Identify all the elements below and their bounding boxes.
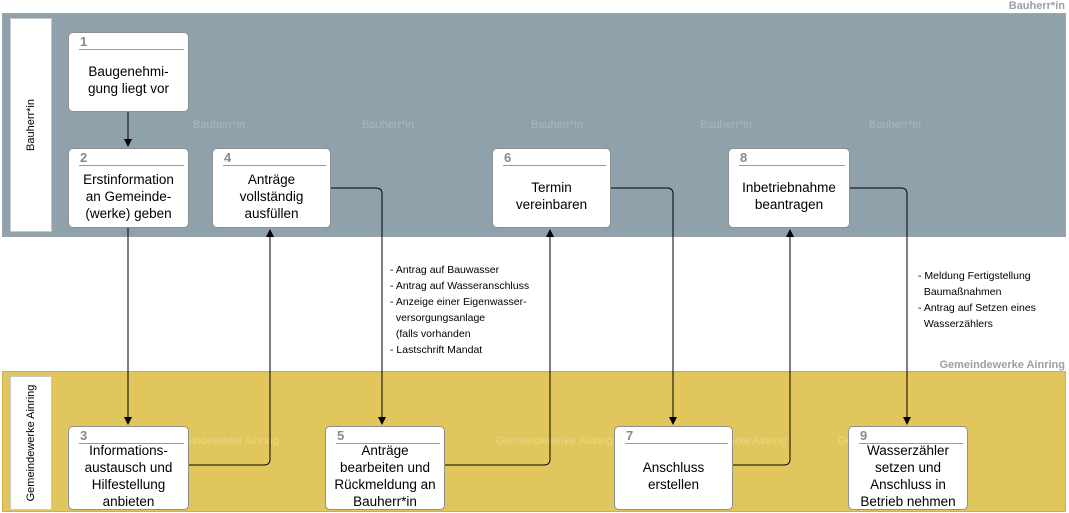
arrow-3-to-4 (189, 229, 274, 466)
lane-header-bauherrin: Bauherr*in (10, 18, 52, 232)
step-number: 4 (224, 150, 232, 165)
watermark-gemeindewerke: Gemeindewerke Ainring (496, 435, 613, 447)
step-text: Anträge vollständig ausfüllen (239, 171, 304, 221)
step-number: 3 (80, 428, 88, 443)
step-number: 2 (80, 150, 88, 165)
step-box-9: 9 Wasserzähler setzen und Anschluss in B… (848, 426, 968, 510)
step-text: Erstinformation an Gemeinde- (werke) geb… (83, 171, 174, 221)
step-text: Anschluss erstellen (642, 460, 705, 492)
note-antraege: - Antrag auf Bauwasser - Antrag auf Wass… (390, 264, 530, 356)
step-divider (223, 165, 326, 166)
step-text: Informations- austausch und Hilfestellun… (84, 443, 173, 509)
lane-header-gemeindewerke: Gemeindewerke Ainring (10, 376, 52, 510)
step-text: Anträge bearbeiten und Rückmeldung an Ba… (334, 443, 436, 509)
watermark-bauherrin: Bauherr*in (869, 119, 921, 131)
watermark-bauherrin: Bauherr*in (531, 119, 583, 131)
step-box-3: 3 Informations- austausch und Hilfestell… (68, 426, 189, 510)
step-number: 9 (860, 428, 868, 443)
step-divider (79, 443, 184, 444)
step-divider (625, 443, 728, 444)
step-divider (336, 443, 440, 444)
step-number: 1 (80, 34, 88, 49)
step-box-2: 2 Erstinformation an Gemeinde- (werke) g… (68, 148, 189, 228)
watermark-bauherrin: Bauherr*in (362, 119, 414, 131)
lane-tag-gemeindewerke: Gemeindewerke Ainring (939, 359, 1065, 371)
step-box-1: 1 Baugenehmi- gung liegt vor (68, 32, 189, 112)
step-box-7: 7 Anschluss erstellen (614, 426, 733, 510)
arrow-5-to-6 (445, 229, 554, 466)
step-number: 8 (740, 150, 748, 165)
lane-tag-bauherrin: Bauherr*in (1008, 0, 1065, 12)
step-divider (79, 49, 184, 50)
arrow-4-to-5 (331, 187, 386, 425)
watermark-bauherrin: Bauherr*in (193, 119, 245, 131)
step-number: 5 (337, 428, 345, 443)
arrow-8-to-9 (850, 187, 911, 425)
arrow-7-to-8 (733, 229, 794, 466)
arrow-6-to-7 (611, 187, 677, 425)
step-box-4: 4 Anträge vollständig ausfüllen (212, 148, 331, 228)
step-text: Termin vereinbaren (515, 180, 588, 212)
step-box-6: 6 Termin vereinbaren (492, 148, 611, 228)
step-divider (503, 165, 606, 166)
watermark-gemeindewerke: Gemeindewerke Ainring (162, 435, 279, 447)
step-text: Baugenehmi- gung liegt vor (87, 64, 170, 96)
step-text: Wasserzähler setzen und Anschluss in Bet… (860, 443, 956, 509)
step-text: Inbetriebnahme beantragen (742, 180, 836, 212)
step-divider (859, 443, 963, 444)
step-box-8: 8 Inbetriebnahme beantragen (728, 148, 850, 228)
step-number: 7 (626, 428, 634, 443)
step-divider (739, 165, 845, 166)
note-inbetriebnahme: - Meldung Fertigstellung Baumaßnahmen - … (918, 270, 1036, 330)
watermark-bauherrin: Bauherr*in (700, 119, 752, 131)
step-number: 6 (504, 150, 512, 165)
step-box-5: 5 Anträge bearbeiten und Rückmeldung an … (325, 426, 445, 510)
step-divider (79, 165, 184, 166)
